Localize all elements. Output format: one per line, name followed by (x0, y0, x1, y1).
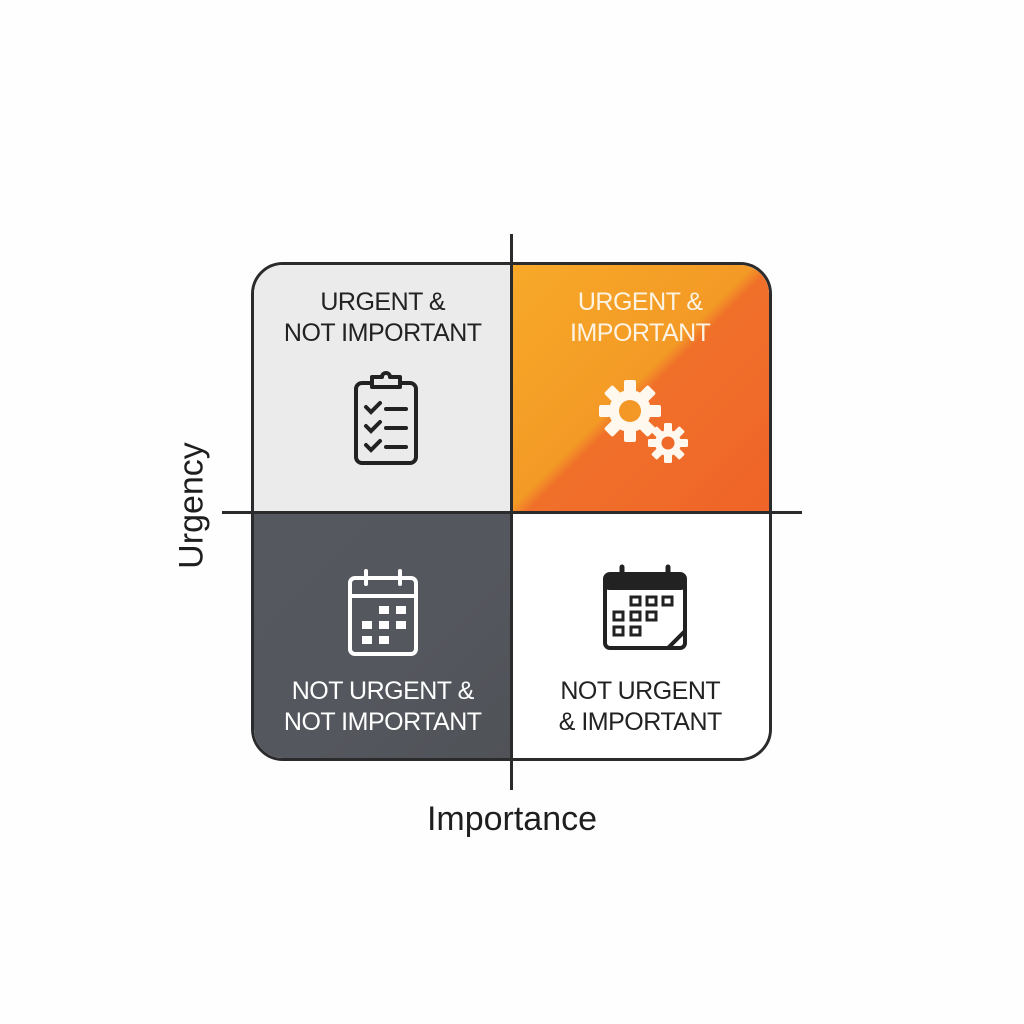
quadrant-label-line2: & IMPORTANT (558, 708, 723, 736)
quadrant-urgent-important: URGENT & IMPORTANT (511, 265, 770, 512)
quadrant-label-line1: NOT URGENT (560, 677, 721, 705)
y-axis-label: Urgency (172, 442, 211, 569)
gears-icon (598, 380, 688, 463)
x-axis-line (222, 511, 802, 514)
quadrant-label: NOT URGENT & NOT IMPORTANT (254, 676, 512, 738)
quadrant-label-line1: URGENT & (320, 288, 446, 316)
quadrant-label-line1: URGENT & (577, 288, 703, 316)
quadrant-label-line2: IMPORTANT (570, 319, 711, 347)
quadrant-label: NOT URGENT & IMPORTANT (512, 676, 770, 738)
x-axis-label: Importance (426, 800, 598, 838)
calendar-schedule-icon (602, 564, 687, 650)
quadrant-label: URGENT & NOT IMPORTANT (254, 287, 512, 349)
quadrant-label-line2: NOT IMPORTANT (283, 319, 482, 347)
quadrant-urgent-not-important: URGENT & NOT IMPORTANT (254, 265, 512, 512)
calendar-icon (348, 568, 418, 656)
clipboard-checklist-icon (354, 371, 418, 465)
quadrant-label-line2: NOT IMPORTANT (283, 708, 482, 736)
quadrant-label-line1: NOT URGENT & (291, 677, 474, 705)
quadrant-not-urgent-important: NOT URGENT & IMPORTANT (511, 511, 770, 758)
quadrant-label: URGENT & IMPORTANT (512, 287, 770, 349)
quadrant-not-urgent-not-important: NOT URGENT & NOT IMPORTANT (254, 511, 512, 758)
eisenhower-matrix: URGENT & NOT IMPORTANT URGENT & IMPORTAN… (251, 262, 772, 761)
